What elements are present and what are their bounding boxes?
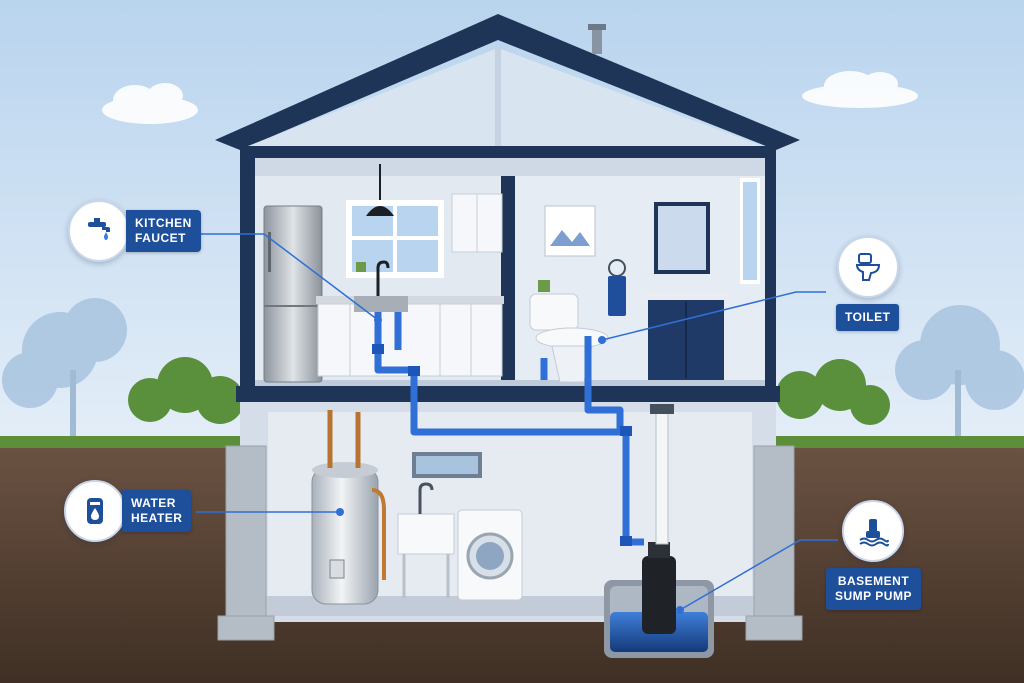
water-heater-tank — [311, 467, 379, 605]
roof — [215, 14, 800, 150]
floor-slab — [236, 386, 780, 402]
foundation-blocks — [217, 445, 803, 641]
callout-leaders — [182, 233, 838, 611]
callout-water-heater: WATER HEATER — [64, 480, 192, 542]
clouds — [102, 71, 918, 124]
callout-dots — [336, 316, 684, 614]
callout-toilet: TOILET — [836, 236, 900, 331]
callout-kitchen-faucet: KITCHEN FAUCET — [68, 200, 201, 262]
water-heater-label: WATER HEATER — [122, 490, 192, 532]
pipe-joints — [372, 344, 632, 546]
sump-pump-body — [642, 556, 676, 634]
bathroom-room — [515, 158, 765, 386]
lower-cabinets — [317, 303, 503, 377]
attic — [248, 48, 762, 146]
water-heater-icon — [64, 480, 126, 542]
sump-discharge-pipe — [655, 411, 669, 545]
bathroom-picture — [544, 205, 596, 257]
shrubs — [128, 357, 890, 425]
kitchen-faucet-label: KITCHEN FAUCET — [126, 210, 201, 252]
towel — [608, 276, 626, 316]
counter — [316, 296, 504, 304]
toilet-icon — [836, 236, 899, 298]
faucet-icon — [68, 200, 130, 262]
laundry-tub — [397, 513, 455, 555]
toilet-tank — [529, 293, 579, 331]
sump-pump-label: BASEMENT SUMP PUMP — [826, 568, 921, 610]
callout-sump-pump: BASEMENT SUMP PUMP — [826, 500, 921, 610]
sump-pump-icon — [842, 500, 905, 562]
toilet-label: TOILET — [836, 304, 900, 331]
refrigerator — [263, 205, 323, 383]
background-trees — [2, 298, 1024, 440]
